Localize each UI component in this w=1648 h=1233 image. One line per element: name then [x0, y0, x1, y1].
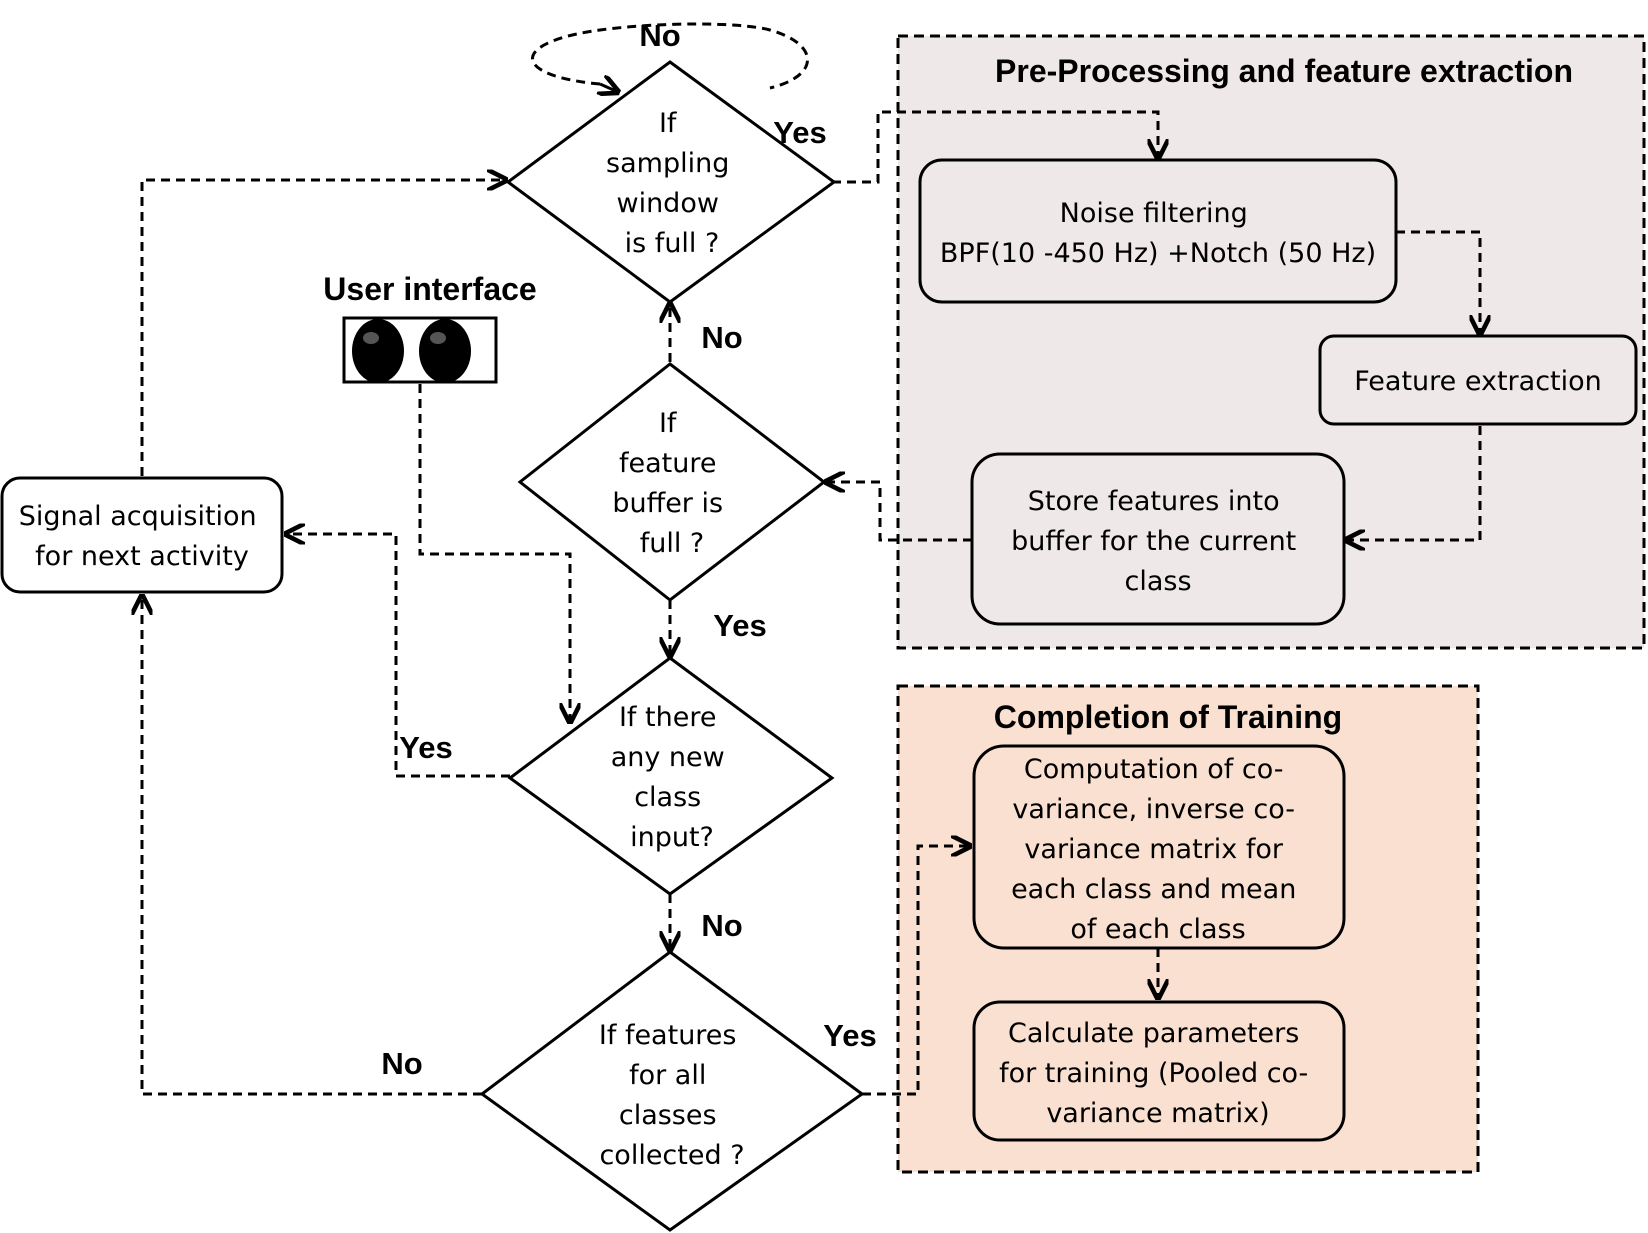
- sampling-window-decision: [505, 60, 837, 304]
- buffer-yes-label: Yes: [713, 608, 766, 643]
- noise-filtering-box: [918, 158, 1398, 304]
- feature-buffer-decision: [517, 362, 827, 602]
- edge-store-to-buffer: [826, 482, 972, 542]
- sampling-no-label: No: [639, 18, 680, 53]
- parameters-label: Calculate parameters for training (Poole…: [999, 1018, 1317, 1129]
- new-class-label: If there any new class input?: [611, 702, 734, 853]
- ui-button-left-icon: [352, 319, 404, 383]
- new-class-no-label: No: [701, 908, 742, 943]
- sampling-yes-label: Yes: [773, 115, 826, 150]
- edge-allclasses-to-covariance: [862, 846, 970, 1096]
- sampling-no-loop-arrow: [600, 84, 618, 92]
- store-features-box: [970, 452, 1346, 626]
- edge-sampling-to-noise: [832, 110, 1158, 184]
- parameters-box: [972, 1000, 1346, 1142]
- feature-extraction-box: [1318, 334, 1638, 426]
- all-classes-label: If features for all classes collected ?: [599, 1020, 745, 1171]
- sampling-window-label: If sampling window is full ?: [606, 108, 738, 259]
- store-features-label: Store features into buffer for the curre…: [1011, 486, 1305, 597]
- user-interface-widget: [342, 316, 498, 384]
- training-title: Completion of Training: [994, 699, 1342, 735]
- user-interface-title: User interface: [323, 271, 536, 307]
- feature-buffer-label: If feature buffer is full ?: [612, 408, 731, 559]
- feature-extraction-label: Feature extraction: [1354, 366, 1602, 397]
- covariance-box: [972, 744, 1346, 950]
- all-classes-decision: [479, 950, 865, 1232]
- edge-allclasses-to-signal: [142, 596, 482, 1096]
- edge-feature-to-store: [1346, 426, 1482, 540]
- new-class-decision: [507, 656, 835, 896]
- ui-button-right-icon: [419, 319, 471, 383]
- new-class-yes-label: Yes: [399, 730, 452, 765]
- sampling-no-loop: [531, 22, 809, 90]
- all-classes-no-label: No: [381, 1046, 422, 1081]
- edge-ui-to-newclass: [418, 384, 570, 722]
- edge-newclass-to-signal: [286, 534, 510, 778]
- signal-acquisition-label: Signal acquisition for next activity: [19, 501, 266, 572]
- signal-acquisition-box: [0, 476, 284, 594]
- pre-processing-title: Pre-Processing and feature extraction: [995, 53, 1573, 89]
- edge-signal-to-sampling: [140, 180, 506, 476]
- all-classes-yes-label: Yes: [823, 1018, 876, 1053]
- noise-filtering-label: Noise filtering BPF(10 -450 Hz) +Notch (…: [940, 198, 1376, 269]
- buffer-no-label: No: [701, 320, 742, 355]
- covariance-label: Computation of co- variance, inverse co-…: [1011, 754, 1305, 945]
- edge-noise-to-feature: [1396, 230, 1480, 334]
